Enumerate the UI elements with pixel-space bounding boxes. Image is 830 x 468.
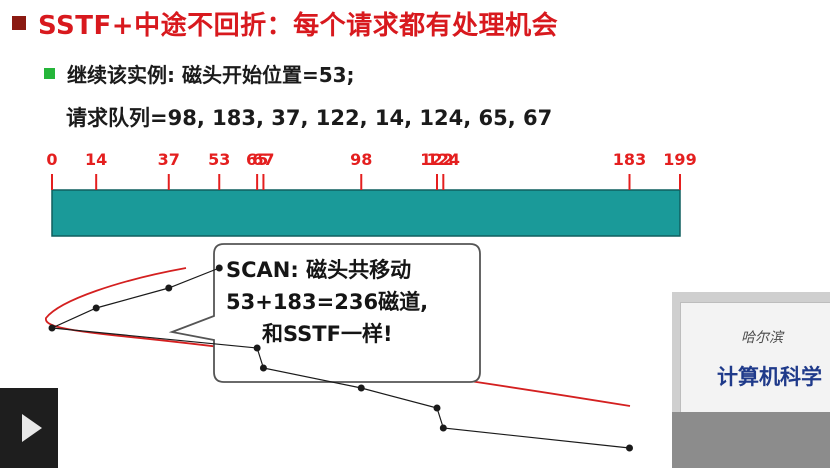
slide-title-row: SSTF+中途不回折：每个请求都有处理机会 — [12, 6, 559, 41]
tick-label: 124 — [426, 150, 461, 169]
play-icon — [22, 414, 42, 442]
path-point — [259, 364, 267, 372]
tick-label: 183 — [612, 150, 647, 169]
request-queue-text: 请求队列=98, 183, 37, 122, 14, 124, 65, 67 — [66, 106, 553, 130]
subtitle-bullet — [44, 67, 55, 79]
path-point — [215, 264, 223, 272]
instructor-video: 哈尔滨 计算机科学 — [672, 292, 830, 468]
tick-label: 122 — [420, 150, 454, 169]
video-sign-line-1: 哈尔滨 — [741, 330, 783, 346]
path-point — [433, 404, 441, 412]
path-point — [253, 344, 261, 352]
tick-label: 65 — [245, 150, 269, 169]
tick-label: 14 — [85, 150, 108, 169]
path-point — [626, 444, 634, 452]
track-bar — [51, 189, 681, 237]
callout-line-3: 和SSTF一样! — [262, 322, 393, 346]
path-point — [357, 384, 365, 392]
tick-label: 98 — [350, 150, 373, 169]
video-lower-region — [672, 412, 830, 468]
tick-label: 37 — [157, 150, 180, 169]
path-point — [165, 284, 173, 292]
subtitle-row: 继续该实例: 磁头开始位置=53; — [44, 58, 355, 88]
play-button[interactable] — [0, 388, 58, 468]
video-sign-line-2: 计算机科学 — [717, 365, 822, 389]
tick-label: 199 — [663, 150, 697, 169]
subtitle-text: 继续该实例: 磁头开始位置=53; — [67, 62, 355, 87]
callout-line-2: 53+183=236磁道, — [226, 290, 429, 314]
head-path — [48, 264, 634, 452]
tick-label: 67 — [252, 150, 275, 169]
path-point — [92, 304, 100, 312]
tick-label: 53 — [208, 150, 231, 169]
slide-title: SSTF+中途不回折：每个请求都有处理机会 — [38, 10, 559, 41]
path-line — [49, 267, 630, 449]
tick-marks — [51, 174, 681, 190]
callout-line-1: SCAN: 磁头共移动 — [226, 258, 412, 282]
video-sign: 哈尔滨 计算机科学 — [680, 302, 830, 414]
path-point — [48, 324, 56, 332]
path-point — [439, 424, 447, 432]
tick-label: 0 — [46, 150, 58, 169]
title-bullet — [12, 16, 26, 30]
